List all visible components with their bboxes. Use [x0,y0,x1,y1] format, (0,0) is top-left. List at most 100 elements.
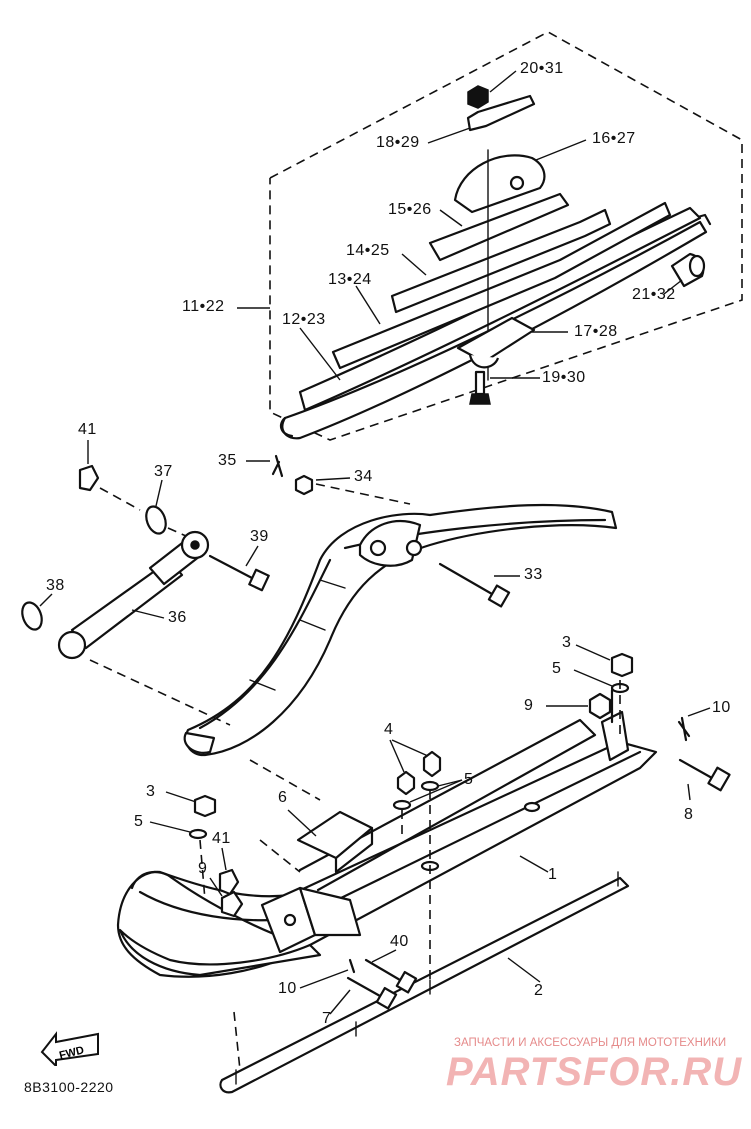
callout-8: 8 [684,806,694,823]
leader-15-26 [439,209,463,227]
reference-code: 8B3100-2220 [24,1079,114,1095]
leader-5-a [409,779,463,803]
wear-bar-2 [219,876,630,1094]
fwd-arrow-icon: FWD [40,1028,102,1071]
callout-4: 4 [384,721,394,738]
leader-41-lower [221,847,227,871]
nut-4-b [422,750,442,778]
leader-5-rear [573,669,613,687]
detail-boundary [269,31,743,441]
callout-14-25: 14•25 [346,242,390,259]
cap-41-lower [218,868,240,896]
washer-5-front [188,828,208,840]
leader-16-27 [535,139,587,161]
nut-3-front [193,794,217,818]
callout-36: 36 [168,609,187,626]
callout-37: 37 [154,463,173,480]
leader-20-31 [489,70,517,93]
callout-10-front: 10 [278,980,297,997]
callout-3-rear: 3 [562,634,572,651]
spring-stopper-17-28 [456,316,536,369]
bracket-6-edge [334,826,374,874]
callout-18-29: 18•29 [376,134,420,151]
leaf-spring-assembly [183,503,618,757]
centerline-front-vertical [199,839,206,901]
cotter-pin-35 [271,454,284,478]
callout-38: 38 [46,577,65,594]
leader-1 [519,855,549,873]
centerline-spring-mount [249,759,321,801]
callout-7: 7 [322,1010,332,1027]
leader-36 [131,609,165,619]
leader-2 [507,957,541,983]
callout-5-rear: 5 [552,660,562,677]
callout-41-lower: 41 [212,830,231,847]
centerline-bolt-34 [315,483,411,505]
callout-9-rear: 9 [524,697,534,714]
callout-1: 1 [548,866,558,883]
leader-18-29 [427,127,471,144]
watermark-logo: PARTSFOR.RU [446,1050,743,1094]
ski-handle [130,870,292,942]
nut-9-rear [588,692,612,720]
callout-3-front: 3 [146,783,156,800]
centerline-wear-bar-rear [233,1011,241,1071]
bolt-8 [678,758,731,792]
leader-37 [155,479,163,507]
leader-7 [329,989,351,1015]
callout-21-32: 21•32 [632,286,676,303]
nut-20-31 [467,85,489,109]
collar-21-32 [670,252,706,288]
leader-39 [245,545,259,567]
callout-15-26: 15•26 [388,201,432,218]
ski-mount-bracket [260,886,362,954]
cotter-pin-10-rear [677,716,691,742]
leader-10-front [299,969,349,989]
centerline-bracket-6 [259,839,301,873]
leader-3-front [165,791,197,803]
callout-40: 40 [390,933,409,950]
nut-3-rear [610,652,634,678]
leader-13-24 [355,285,381,325]
callout-2: 2 [534,982,544,999]
leader-21-32 [663,279,683,295]
callout-16-27: 16•27 [592,130,636,147]
shock-absorber-36 [57,530,210,660]
ski-1 [116,718,658,978]
callout-11-22: 11•22 [182,298,225,315]
spring-leaf-14-25 [390,208,612,314]
nut-4-a [396,770,416,796]
bolt-40 [364,958,418,994]
bolt-33 [438,562,511,608]
leader-10-rear [687,707,711,717]
callout-17-28: 17•28 [574,323,618,340]
callout-9-lower: 9 [198,860,208,877]
cap-41-upper [78,464,100,492]
collar-38 [21,601,43,631]
washer-5-b [420,780,440,792]
leader-6 [287,809,317,837]
leader-14-25 [401,253,427,276]
clamp-plate-18-29 [466,85,536,132]
leader-8 [687,783,691,801]
nut-34 [294,474,314,496]
leader-38 [39,593,53,607]
callout-34: 34 [354,468,373,485]
leader-5-front [149,821,191,833]
leader-12-23 [299,327,341,381]
fwd-label: FWD [58,1044,85,1062]
leader-4-a [389,739,405,773]
leader-9-lower [209,877,223,897]
bolt-19-30 [469,370,491,405]
callout-10-rear: 10 [712,699,731,716]
callout-5-front: 5 [134,813,144,830]
callout-13-24: 13•24 [328,271,372,288]
watermark-tagline: ЗАПЧАСТИ И АКСЕССУАРЫ ДЛЯ МОТОТЕХНИКИ [454,1037,727,1049]
callout-12-23: 12•23 [282,311,326,328]
callout-39: 39 [250,528,269,545]
leader-3-rear [575,644,611,661]
callout-41-upper: 41 [78,421,97,438]
bolt-39 [208,554,270,592]
